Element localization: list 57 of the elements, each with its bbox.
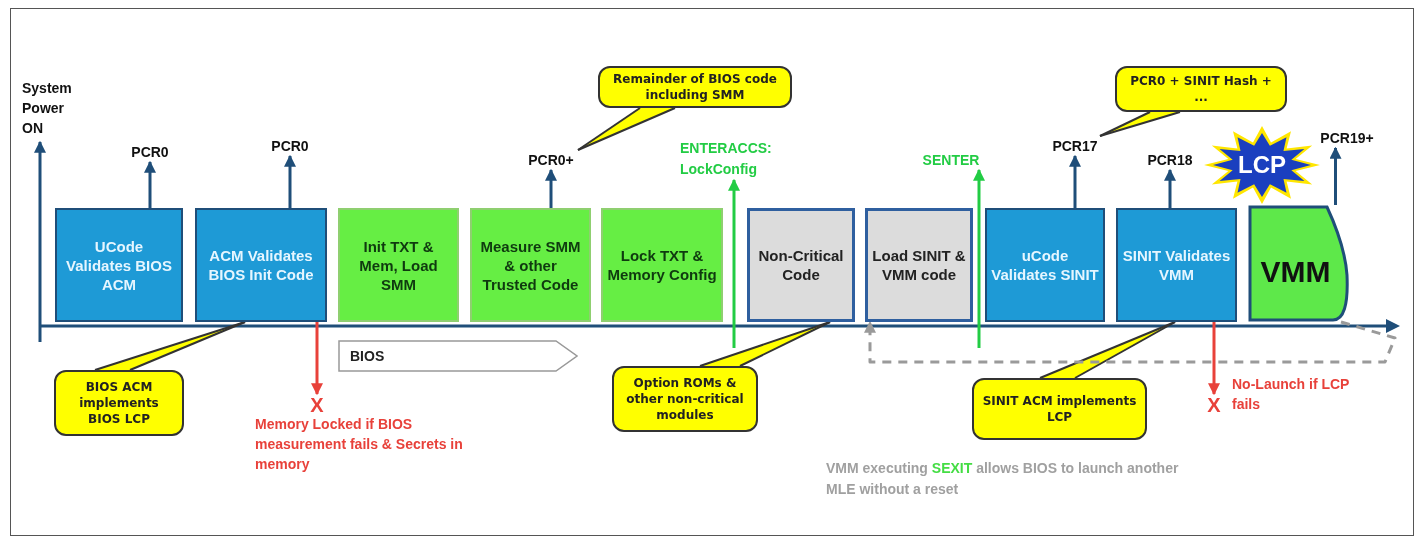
process-box: [1116, 208, 1237, 322]
callout-text: SINIT ACM implements LCP: [982, 393, 1137, 425]
pcr-label: PCR0: [262, 136, 318, 156]
process-box: [601, 208, 723, 322]
box-label: UCode Validates BIOS ACM: [65, 236, 173, 294]
box-label: ACM Validates BIOS Init Code: [207, 246, 315, 284]
starburst-label: LCP: [1238, 150, 1286, 180]
pcr-label: PCR19+: [1316, 128, 1378, 148]
box-label: SINIT Validates VMM: [1122, 246, 1231, 284]
box-label: Lock TXT & Memory Config: [607, 246, 717, 284]
failure-note: No-Launch if LCP fails: [1232, 375, 1351, 414]
process-box: [338, 208, 459, 322]
instruction-label: ENTERACCS: LockConfig: [680, 138, 810, 180]
process-box: [747, 208, 855, 322]
power-on-label: System Power ON: [22, 78, 86, 142]
arrow: [144, 160, 156, 208]
x-mark: X: [308, 394, 326, 416]
process-box: [55, 208, 183, 322]
process-box: [470, 208, 591, 322]
failure-note: Memory Locked if BIOS measurement fails & Secrets in memory: [255, 415, 464, 474]
arrow: [545, 168, 557, 208]
arrow: [973, 168, 985, 348]
instruction-label: SENTER: [915, 150, 987, 170]
callout-text: Remainder of BIOS code including SMM: [612, 71, 778, 103]
process-box: [865, 208, 973, 322]
pcr-label: PCR17: [1045, 136, 1105, 156]
phase-arrow: [338, 340, 578, 372]
arrow: [1164, 168, 1176, 208]
box-label: VMM: [1260, 254, 1331, 290]
callout-bubble: [972, 378, 1147, 440]
arrow: [1069, 154, 1081, 208]
callout-bubble: [54, 370, 184, 436]
box-label: Measure SMM & other Trusted Code: [479, 236, 582, 294]
phase-label: BIOS: [350, 346, 385, 366]
box-label: Init TXT & Mem, Load SMM: [358, 236, 439, 294]
arrow: [311, 322, 323, 396]
arrow: [1329, 146, 1342, 205]
pcr-label: PCR0: [122, 142, 178, 162]
x-mark: X: [1205, 394, 1223, 416]
arrow: [1208, 322, 1220, 396]
arrow: [34, 140, 46, 342]
box-label: Load SINIT & VMM code: [872, 246, 966, 284]
arrow: [284, 154, 296, 208]
pcr-label: PCR0+: [520, 150, 582, 170]
dashed-arrow: [864, 320, 1397, 364]
callout-text: Option ROMs & other non-critical modules: [625, 375, 745, 423]
arrow: [728, 178, 740, 348]
box-label: uCode Validates SINIT: [991, 246, 1099, 284]
pcr-label: PCR18: [1140, 150, 1200, 170]
process-box: [195, 208, 327, 322]
callout-text: PCR0 + SINIT Hash + ...: [1129, 73, 1273, 105]
note-text: VMM executing SEXIT allows BIOS to launch another MLE without a reset: [826, 459, 1180, 499]
callout-text: BIOS ACM implements BIOS LCP: [78, 379, 160, 427]
callout-bubble: [612, 366, 758, 432]
process-box: [985, 208, 1105, 322]
starburst: [1204, 126, 1320, 204]
box-label: Non-Critical Code: [757, 246, 845, 284]
